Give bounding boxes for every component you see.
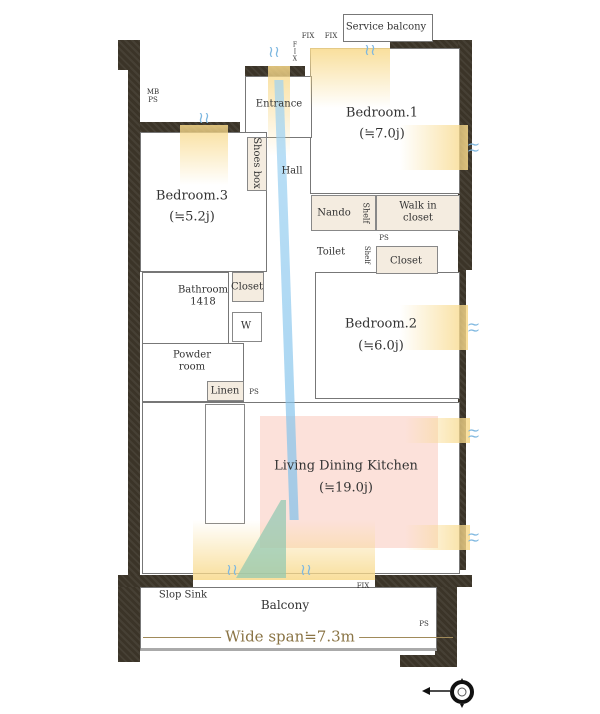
label-mb-ps: MB PS	[146, 87, 160, 104]
label-ps: PS	[419, 619, 429, 628]
shoes-box	[247, 137, 267, 191]
airflow-wave-icon: ≀≀	[464, 531, 484, 544]
airflow-wave-icon: ≀≀	[464, 321, 484, 334]
label-bedroom-2: Bedroom.2	[344, 316, 418, 332]
label-bedroom-1-size: (≒7.0j)	[359, 126, 405, 142]
wall-bottom	[118, 575, 193, 587]
airflow-wave-icon: ≀≀	[464, 427, 484, 440]
label-bathroom: Bathroom	[177, 284, 229, 296]
airflow-wave-icon: ≀≀	[364, 40, 376, 59]
label-bedroom-3-size: (≒5.2j)	[169, 209, 215, 225]
compass-icon	[422, 678, 474, 708]
label-bedroom-3: Bedroom.3	[155, 188, 229, 204]
light-bedroom1	[310, 48, 390, 108]
label-ldk-size: (≒19.0j)	[318, 480, 374, 496]
wide-span-label: Wide span≒7.3m	[221, 628, 359, 646]
label-balcony: Balcony	[260, 598, 310, 613]
label-service-balcony: Service balcony	[345, 21, 427, 33]
label-shoes-box: Shoes box	[250, 137, 262, 189]
label-ps: PS	[249, 387, 259, 396]
label-fix: FIX	[356, 581, 370, 590]
wall-left	[128, 68, 140, 660]
service-balcony	[343, 14, 433, 42]
linen	[207, 381, 244, 401]
label-closet: Closet	[231, 281, 263, 293]
wall-bottom-right	[375, 575, 472, 587]
closet-1	[232, 272, 264, 302]
walk-in-closet	[376, 195, 460, 231]
label-washer: W	[240, 320, 252, 332]
light-bedroom1-east	[400, 125, 468, 170]
airflow-wave-icon: ≀≀	[464, 141, 484, 154]
light-ldk-east	[405, 418, 470, 443]
wall-balcony-bottom	[400, 655, 457, 667]
label-closet: Closet	[390, 255, 422, 267]
nando	[311, 195, 376, 231]
label-fix: FIX	[301, 31, 315, 40]
light-bedroom2-east	[400, 305, 468, 350]
wall-top-right	[390, 40, 472, 50]
wall-balcony-left	[118, 587, 140, 662]
light-ldk-east2	[405, 525, 470, 550]
light-bedroom3	[180, 125, 228, 185]
label-bedroom-2-size: (≒6.0j)	[358, 338, 404, 354]
bathroom	[142, 272, 229, 344]
label-shelf: Shelf	[361, 202, 371, 224]
wall-balcony-right	[435, 587, 457, 667]
airflow-wave-icon: ≀≀	[268, 42, 280, 61]
washer	[232, 312, 262, 342]
balcony	[140, 587, 437, 651]
label-hall: Hall	[281, 165, 303, 177]
label-fix: FIX	[291, 41, 299, 63]
label-ps: PS	[379, 233, 389, 242]
wall-left	[118, 40, 140, 70]
label-fix: FIX	[324, 31, 338, 40]
closet-2	[376, 246, 438, 274]
label-ldk: Living Dining Kitchen	[274, 458, 418, 474]
label-toilet: Toilet	[316, 246, 346, 258]
kitchen-counter	[205, 404, 245, 524]
label-slop-sink: Slop Sink	[158, 589, 208, 601]
label-powder-room: Powder room	[172, 349, 211, 373]
label-shelf: Shelf	[363, 245, 372, 265]
airflow-wave-icon: ≀≀	[226, 560, 238, 579]
label-entrance: Entrance	[255, 98, 303, 110]
airflow-wave-icon: ≀≀	[198, 108, 210, 127]
label-linen: Linen	[210, 385, 240, 397]
label-bathroom-size: 1418	[190, 296, 216, 308]
label-walk-in-closet: Walk in closet	[399, 200, 437, 224]
airflow-wave-icon: ≀≀	[300, 560, 312, 579]
label-nando: Nando	[317, 207, 351, 219]
label-bedroom-1: Bedroom.1	[345, 105, 419, 121]
